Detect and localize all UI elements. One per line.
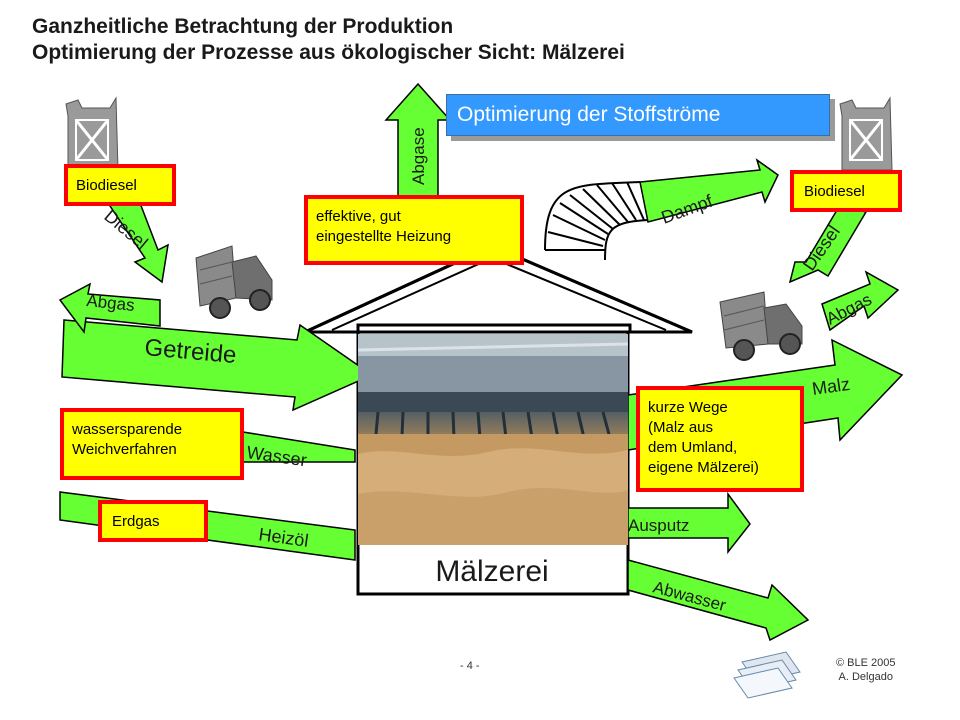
wasser-arrow: Wasser	[242, 431, 356, 470]
author-text: A. Delgado	[838, 671, 893, 683]
malz-line-2: (Malz aus	[648, 419, 714, 436]
footer-credits: © BLE 2005 A. Delgado	[836, 656, 895, 684]
abgas-left-arrow: Abgas	[58, 282, 161, 334]
heizung-line-1: effektive, gut	[316, 208, 401, 225]
auspuff-arrow-label: Ausputz	[628, 516, 689, 535]
abgase-arrow-label: Abgase	[409, 127, 428, 185]
erdgas-text: Erdgas	[112, 513, 160, 530]
dampf-arrow: Dampf	[639, 158, 779, 228]
title-line-1: Ganzheitliche Betrachtung der Produktion	[32, 15, 454, 38]
stoffstroeme-banner: Optimierung der Stoffströme	[446, 94, 830, 136]
wasser-line-1: wassersparende	[72, 421, 183, 438]
erdgas-box: Erdgas	[98, 500, 208, 542]
malthouse-label: Mälzerei	[435, 555, 549, 588]
malting-floor-photo	[358, 334, 628, 545]
abwasser-arrow: Abwasser	[627, 559, 810, 642]
heizung-line-2: eingestellte Heizung	[316, 228, 452, 245]
malz-box: kurze Wege (Malz aus dem Umland, eigene …	[636, 386, 804, 492]
getreide-arrow: Getreide	[61, 319, 374, 412]
auspuff-arrow: Ausputz	[627, 491, 751, 555]
malz-line-4: eigene Mälzerei)	[648, 459, 759, 476]
wasser-box: wassersparende Weichverfahren	[60, 408, 244, 480]
biodiesel-left-text: Biodiesel	[76, 177, 137, 194]
page-number: - 4 -	[460, 660, 480, 672]
fuel-canister-icon	[839, 96, 893, 171]
wasser-line-2: Weichverfahren	[72, 441, 177, 458]
fuel-canister-icon	[65, 96, 119, 171]
biodiesel-right-text: Biodiesel	[804, 183, 865, 200]
malz-line-1: kurze Wege	[648, 399, 728, 416]
slide-title: Ganzheitliche Betrachtung der Produktion…	[32, 14, 625, 66]
biodiesel-right-box: Biodiesel	[790, 170, 902, 212]
abgas-left-arrow-label: Abgas	[86, 291, 136, 315]
diesel-right-arrow: Diesel	[788, 204, 868, 284]
truck-icon	[195, 245, 273, 319]
abgas-right-arrow: Abgas	[821, 270, 900, 332]
documents-icon	[733, 651, 801, 699]
chimney-pipe-icon	[544, 181, 649, 261]
title-line-2: Optimierung der Prozesse aus ökologische…	[32, 41, 625, 64]
heizung-box: effektive, gut eingestellte Heizung	[304, 195, 524, 265]
malz-line-3: dem Umland,	[648, 439, 738, 456]
biodiesel-left-box: Biodiesel	[64, 164, 176, 206]
truck-icon	[719, 291, 803, 361]
copyright-text: © BLE 2005	[836, 657, 896, 669]
